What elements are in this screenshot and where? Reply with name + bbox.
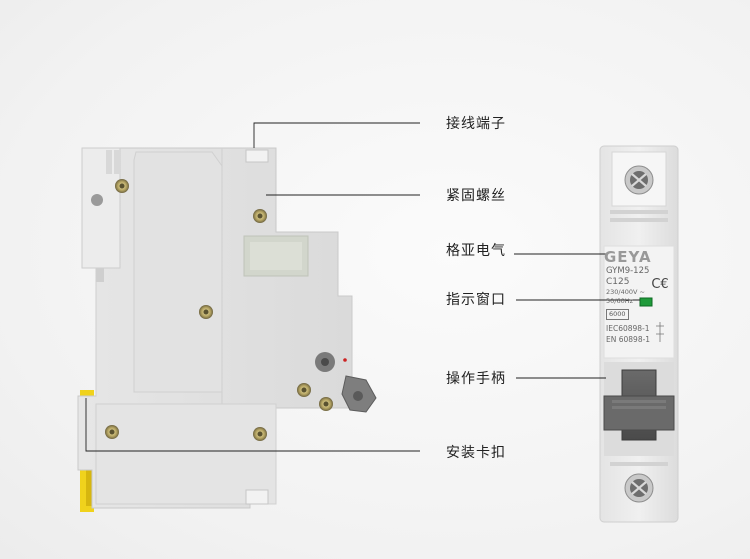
- front-frequency: 50/60Hz: [606, 297, 634, 305]
- front-standard-2: EN 60898-1: [606, 335, 651, 344]
- screw-icon: [105, 179, 333, 441]
- front-brand-logo: GEYA: [604, 248, 652, 266]
- front-voltage: 230/400V ~: [606, 288, 645, 296]
- callout-line-clip: [85, 398, 420, 452]
- front-model: GYM9-125: [606, 266, 650, 276]
- front-breaking-capacity: 6000: [606, 309, 629, 320]
- breaker-front-view: C€: [599, 145, 679, 523]
- status-indicator: [639, 297, 653, 307]
- callout-label-handle: 操作手柄: [446, 371, 506, 387]
- callout-line-terminal: [253, 122, 420, 148]
- callout-label-brand: 格亚电气: [446, 243, 506, 259]
- callout-lines: [85, 122, 640, 452]
- ce-mark: C€: [651, 277, 668, 292]
- front-rating: C125: [606, 277, 630, 287]
- front-standard-1: IEC60898-1: [606, 324, 650, 333]
- callout-label-terminal: 接线端子: [446, 116, 506, 132]
- callout-label-clip: 安装卡扣: [446, 445, 506, 461]
- callout-label-indicator: 指示窗口: [446, 292, 506, 308]
- callout-label-screw: 紧固螺丝: [446, 188, 506, 204]
- breaker-side-view: [77, 147, 377, 512]
